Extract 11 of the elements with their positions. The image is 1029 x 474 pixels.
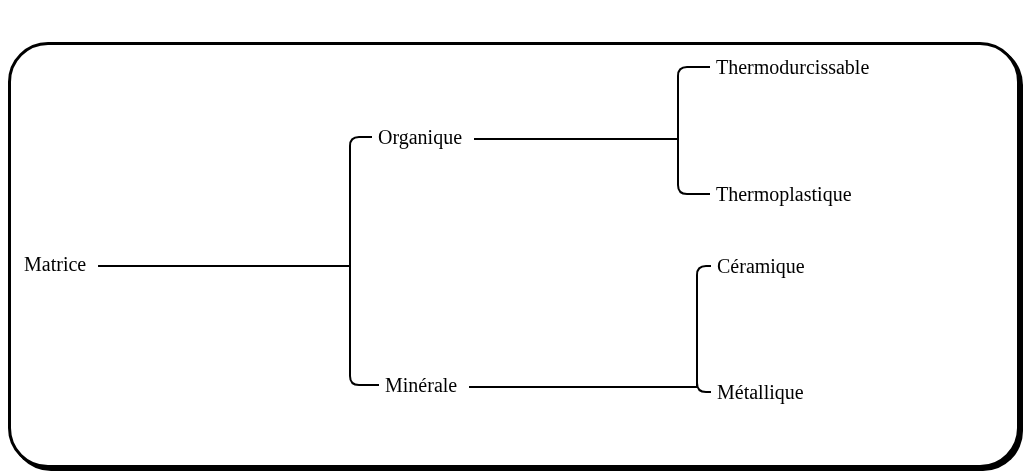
category-label: Métallique [711, 380, 816, 404]
rounded-frame [8, 42, 1020, 468]
category-label: Céramique [711, 254, 817, 278]
tree-connector [473, 138, 711, 195]
category-label: Thermoplastique [710, 182, 864, 206]
category-label: Matrice [18, 252, 99, 276]
category-label: Minérale [379, 373, 470, 397]
tree-connector [97, 265, 380, 386]
tree-connector [468, 382, 712, 393]
category-label: Thermodurcissable [710, 55, 882, 79]
category-label: Organique [372, 125, 475, 149]
